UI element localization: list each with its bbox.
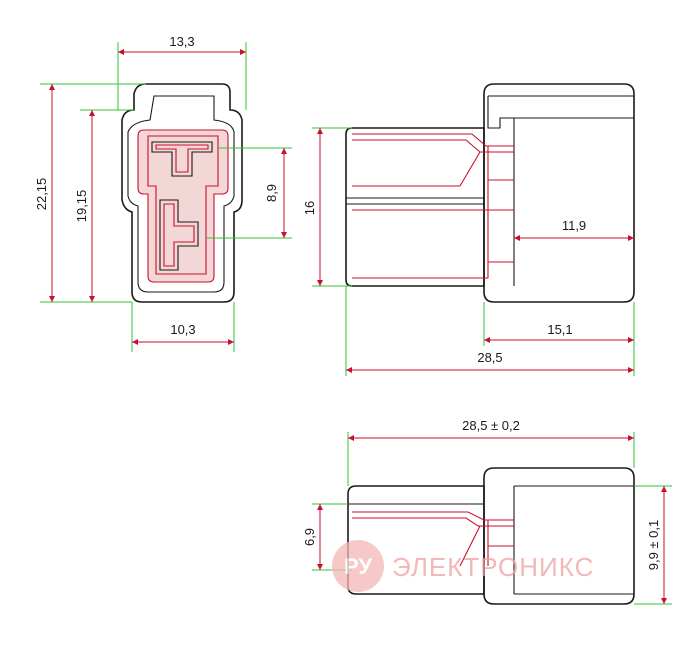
- front-terminal-cavity: [137, 129, 229, 283]
- top-view: [347, 467, 635, 605]
- front-housing-outline: [121, 83, 243, 303]
- dim-front-height-inner: 19,15: [74, 190, 89, 223]
- front-dimensions: 13,3 22,15 19,15 10,3 8,9: [34, 34, 287, 345]
- dim-top-left-height: 6,9: [302, 528, 317, 546]
- dim-side-height: 16: [302, 201, 317, 215]
- watermark-text: ЭЛЕКТРОНИКС: [392, 552, 594, 582]
- front-view: [121, 83, 243, 303]
- top-cap-outline: [483, 467, 635, 605]
- side-body-outline: [345, 127, 485, 287]
- watermark-logo-text: РУ: [344, 554, 372, 579]
- dim-side-cap-length: 15,1: [547, 322, 572, 337]
- front-terminal-bottom: [159, 199, 199, 271]
- dim-top-right-height: 9,9 ± 0,1: [646, 520, 661, 571]
- dim-front-slot-height: 8,9: [264, 184, 279, 202]
- dim-front-width-top: 13,3: [169, 34, 194, 49]
- side-view: [345, 83, 635, 303]
- front-housing-inner: [127, 95, 235, 293]
- side-extension-lines: [312, 127, 635, 376]
- front-terminal-top: [151, 141, 213, 177]
- front-terminal-inner: [147, 135, 219, 275]
- side-cap-outline: [483, 83, 635, 303]
- dim-front-width-bottom: 10,3: [170, 322, 195, 337]
- dim-front-height-total: 22,15: [34, 178, 49, 211]
- side-dimensions: 16 11,9 15,1 28,5: [302, 128, 634, 373]
- top-dimensions: 28,5 ± 0,2 6,9 9,9 ± 0,1: [302, 418, 667, 604]
- front-terminal-top-red: [155, 144, 209, 173]
- dim-side-inner-length: 11,9: [562, 218, 586, 233]
- watermark: РУ ЭЛЕКТРОНИКС: [332, 540, 594, 592]
- front-terminal-bottom-red: [163, 203, 195, 267]
- dim-side-total-length: 28,5: [477, 350, 502, 365]
- watermark-logo-icon: [332, 540, 384, 592]
- dim-top-total-length: 28,5 ± 0,2: [462, 418, 520, 433]
